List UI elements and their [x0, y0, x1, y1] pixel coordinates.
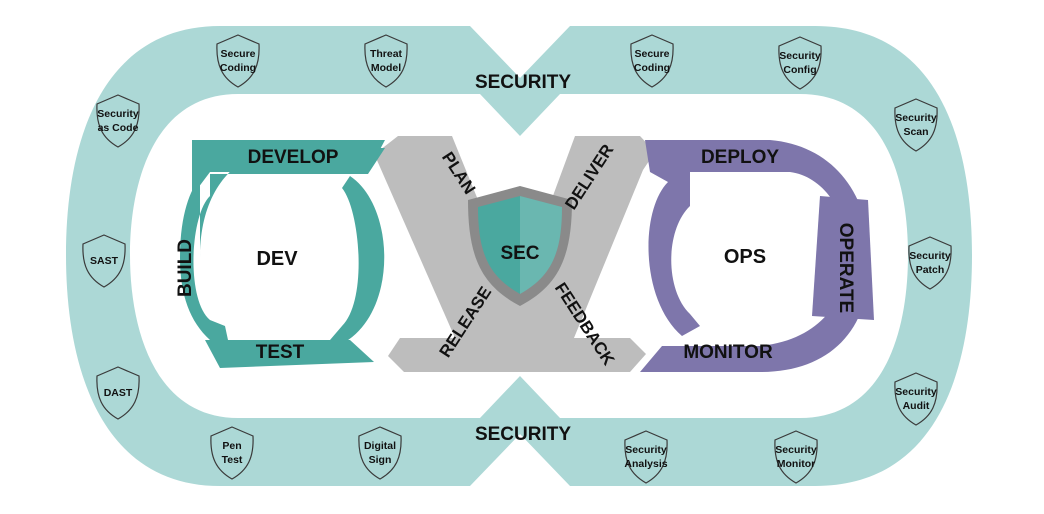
- shield-badges: SecureCodingThreatModelSecureCodingSecur…: [82, 34, 952, 484]
- shield-badge-line2: Patch: [916, 264, 945, 276]
- shield-icon: [364, 34, 408, 88]
- shield-badge-line2: Audit: [903, 400, 930, 412]
- monitor-label: MONITOR: [683, 342, 773, 363]
- shield-badge-line1: Security: [775, 444, 817, 456]
- sec-shield: [468, 186, 572, 306]
- shield-icon: [216, 34, 260, 88]
- operate-arrow-band: [812, 196, 874, 320]
- shield-badge-line1: SAST: [90, 255, 119, 267]
- operate-label: OPERATE: [835, 223, 856, 313]
- security-band: [66, 26, 972, 486]
- shield-badge-line2: Monitor: [777, 458, 816, 470]
- shield-icon: [624, 430, 668, 484]
- ops-center-label: OPS: [724, 246, 766, 268]
- shield-icon: [210, 426, 254, 480]
- test-arrow-band: [205, 340, 374, 368]
- sec-center-label: SEC: [500, 243, 539, 264]
- deliver-arrow: [488, 136, 655, 372]
- release-arrow: [388, 338, 500, 372]
- ops-loop: [640, 140, 874, 372]
- shield-badge-line2: as Code: [98, 122, 139, 134]
- test-label: TEST: [256, 342, 305, 363]
- shield-badge-line1: Pen: [222, 440, 241, 452]
- shield-badge: Security as Code: [96, 94, 140, 148]
- shield-badge-line2: Test: [222, 454, 243, 466]
- shield-icon: [358, 426, 402, 480]
- shield-icon: [908, 236, 952, 290]
- shield-icon: [630, 34, 674, 88]
- shield-badge-line1: Security: [895, 386, 937, 398]
- shield-icon: [82, 234, 126, 288]
- security-bottom-label: SECURITY: [475, 424, 571, 445]
- shield-badge-line2: Coding: [220, 62, 256, 74]
- shield-badge-line2: Sign: [369, 454, 392, 466]
- shield-badge-line2: Config: [783, 64, 816, 76]
- shield-badge-line1: Security: [625, 444, 667, 456]
- shield-badge-line2: Model: [371, 62, 401, 74]
- shield-badge-line1: Security: [909, 250, 951, 262]
- sec-shield-highlight: [520, 196, 562, 294]
- dev-loop: [180, 140, 385, 368]
- security-top-label: SECURITY: [475, 72, 571, 93]
- shield-icon: [96, 94, 140, 148]
- shield-badge-line1: Security: [779, 50, 821, 62]
- feedback-arrow: [540, 338, 646, 372]
- develop-label: DEVELOP: [248, 147, 339, 168]
- shield-badge-line1: Secure: [220, 48, 255, 60]
- shield-badge: DAST: [96, 366, 140, 420]
- shield-icon: [778, 36, 822, 90]
- shield-badge-line1: Secure: [634, 48, 669, 60]
- shield-badge-line1: Threat: [370, 48, 403, 60]
- shield-icon: [96, 366, 140, 420]
- dev-center-label: DEV: [256, 248, 298, 270]
- shield-badge-line1: Security: [895, 112, 937, 124]
- shield-badge-line2: Scan: [903, 126, 928, 138]
- shield-badge-line2: Coding: [634, 62, 670, 74]
- shield-icon: [774, 430, 818, 484]
- shield-badge-line1: DAST: [104, 387, 133, 399]
- shield-icon: [894, 98, 938, 152]
- shield-icon: [894, 372, 938, 426]
- shield-badge: SAST: [82, 234, 126, 288]
- sec-shield-body: [478, 196, 562, 294]
- ops-loop-ring: [640, 140, 871, 372]
- plan-arrow: [376, 136, 548, 372]
- shield-badge-line2: Analysis: [624, 458, 667, 470]
- shield-badge-line1: Security: [97, 108, 139, 120]
- build-label: BUILD: [175, 239, 196, 297]
- develop-arrow-band: [192, 140, 385, 196]
- deploy-label: DEPLOY: [701, 147, 779, 168]
- shield-badge-line1: Digital: [364, 440, 396, 452]
